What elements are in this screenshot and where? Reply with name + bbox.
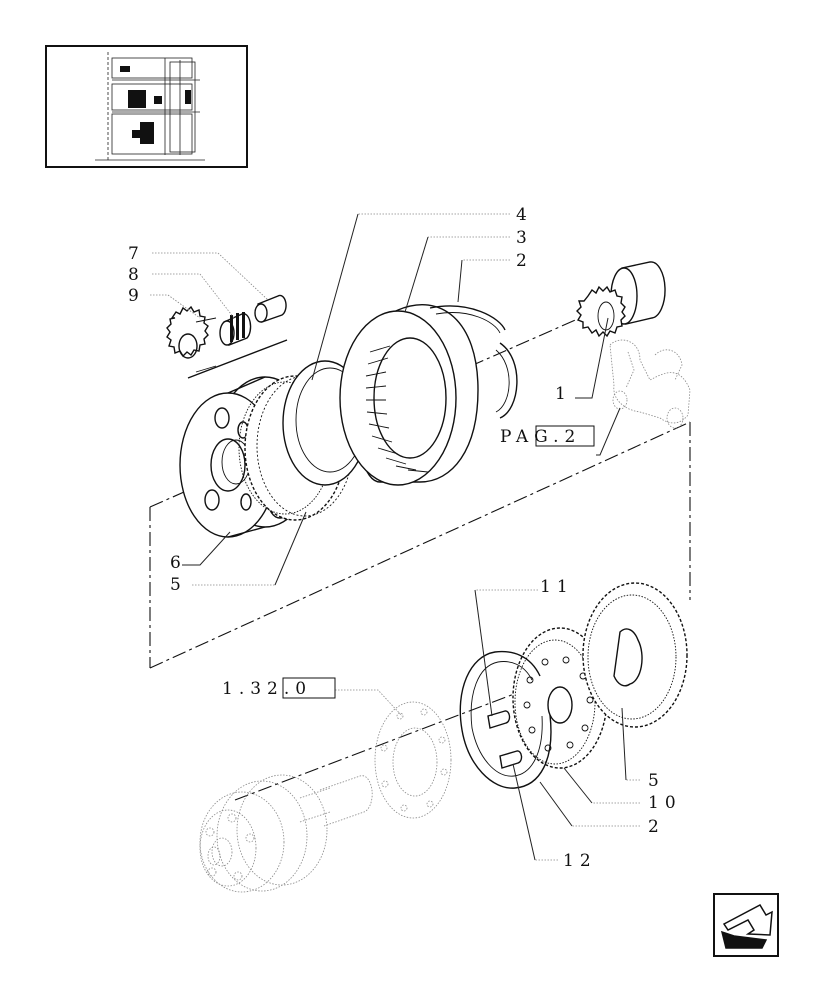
part-2-lower-snap-ring[interactable] — [459, 650, 552, 789]
part-8-needle-bearing[interactable] — [219, 312, 252, 346]
part-3-ring-gear[interactable] — [339, 304, 479, 486]
pag-reference-box — [535, 425, 595, 447]
callout-10[interactable]: 10 — [648, 793, 682, 813]
part-11-pin[interactable] — [487, 710, 511, 729]
back-arrow-icon[interactable] — [713, 893, 779, 957]
part-2-upper-snap-ring[interactable] — [429, 305, 518, 419]
callout-9[interactable]: 9 — [128, 286, 145, 306]
callout-12[interactable]: 12 — [563, 851, 597, 871]
callout-11[interactable]: 11 — [540, 577, 574, 597]
callout-1[interactable]: 1 — [555, 384, 572, 404]
callout-4[interactable]: 4 — [516, 205, 533, 225]
callout-pag-2[interactable]: PAG.2 — [500, 427, 581, 447]
callout-5-lower[interactable]: 5 — [648, 771, 665, 791]
shift-lever-reference[interactable] — [609, 339, 691, 429]
callout-2-lower[interactable]: 2 — [648, 817, 665, 837]
leader-lines — [150, 213, 640, 861]
part-9-small-gear[interactable] — [166, 305, 288, 379]
part-7-pin[interactable] — [254, 294, 287, 323]
callout-3[interactable]: 3 — [516, 228, 533, 248]
callout-labels: 7 8 9 4 3 2 1 PAG.2 6 5 11 1.32.0 5 10 2… — [128, 205, 682, 871]
callout-6[interactable]: 6 — [170, 553, 187, 573]
group-reference-box — [282, 677, 336, 699]
assembly-location-thumbnail[interactable] — [45, 45, 248, 168]
callout-8[interactable]: 8 — [128, 265, 145, 285]
callout-7[interactable]: 7 — [128, 244, 145, 264]
callout-2-upper[interactable]: 2 — [516, 251, 533, 271]
shaft-hub-assembly[interactable] — [199, 774, 373, 893]
callout-5-upper[interactable]: 5 — [170, 575, 187, 595]
part-1-pinion-sleeve[interactable] — [576, 261, 666, 338]
callout-1-32-0[interactable]: 1.32.0 — [222, 679, 312, 699]
part-5-lower-gear[interactable] — [582, 582, 688, 728]
part-12-pin[interactable] — [499, 750, 523, 769]
gasket-reference[interactable] — [374, 701, 452, 819]
